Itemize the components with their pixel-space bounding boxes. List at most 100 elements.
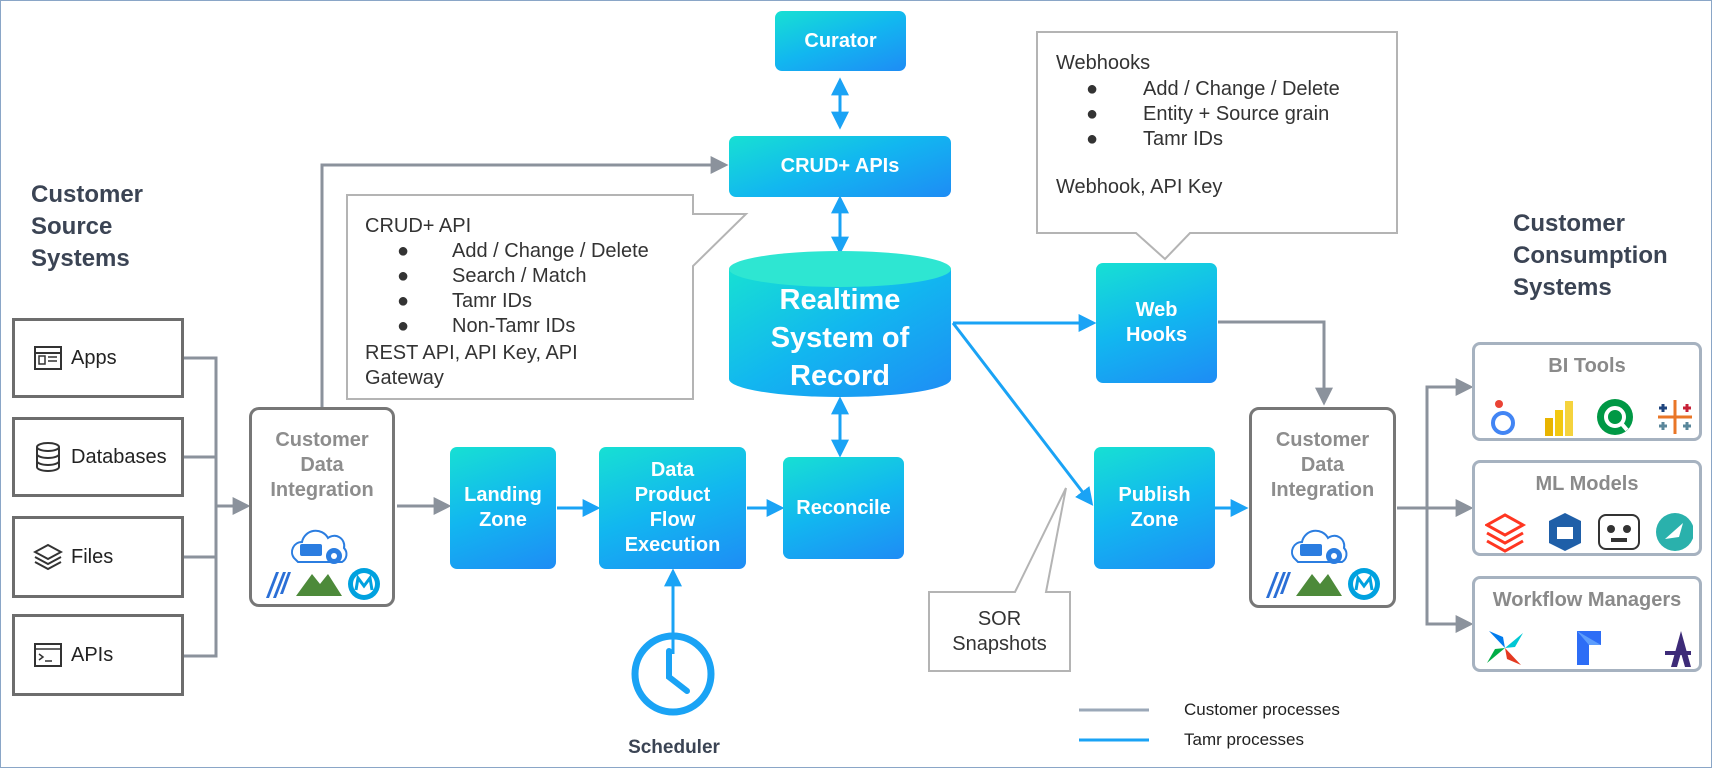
integration-title-line: Customer [1275,429,1370,451]
terminal-icon [33,640,63,670]
system-of-record-label: Realtime System of Record [729,281,951,395]
node-line: Record [790,360,890,392]
source-apps[interactable]: Apps [12,318,184,398]
integration-title-line: Customer [275,429,369,451]
source-title-line: Systems [31,245,130,272]
crud-callout-bullet: ●Non-Tamr IDs [397,315,576,337]
web-hooks-node[interactable]: Web Hooks [1096,263,1217,383]
mulesoft-icon [1348,568,1380,600]
source-systems-title: Customer Source Systems [31,179,143,275]
workflow-managers-group[interactable]: Workflow Managers [1472,576,1702,672]
source-title-line: Customer [31,181,144,208]
node-line: Web [1135,299,1178,321]
bullet-text: Add / Change / Delete [452,240,649,262]
crud-apis-node[interactable]: CRUD+ APIs [729,136,951,197]
node-label: Curator [804,29,877,52]
scheduler-clock-icon [631,632,715,716]
bullet-text: Non-Tamr IDs [452,315,576,337]
consumption-systems-title: Customer Consumption Systems [1513,208,1668,304]
crud-callout-bullet: ●Add / Change / Delete [397,240,649,262]
informatica-icon [1266,572,1291,598]
database-icon [33,442,63,472]
crud-callout-title: CRUD+ API [365,215,472,237]
webhook-callout-bullet: ●Add / Change / Delete [1086,78,1340,100]
node-line: Product [634,484,711,506]
node-line: System of [770,322,910,354]
reconcile-node[interactable]: Reconcile [783,457,904,559]
consumption-title-line: Consumption [1513,242,1668,269]
power-bi-icon [1545,401,1573,436]
api-cloud-gear-icon [291,529,348,564]
node-line: Zone [479,509,527,531]
bullet-text: Search / Match [452,265,587,287]
legend-customer-label: Customer processes [1184,700,1340,719]
webhook-callout-bullet: ●Entity + Source grain [1086,103,1330,125]
node-line: Hooks [1125,324,1188,346]
webhook-callout-bullet: ●Tamr IDs [1086,128,1223,150]
app-window-icon [33,343,63,373]
customer-data-integration-right[interactable]: Customer Data Integration [1249,407,1396,608]
integration-title-line: Integration [1270,479,1375,501]
api-cloud-gear-icon [1291,529,1348,564]
ml-models-group[interactable]: ML Models [1472,460,1702,556]
customer-data-integration-left[interactable]: Customer Data Integration [249,407,395,607]
bi-tools-group[interactable]: BI Tools [1472,342,1702,441]
layers-icon [33,542,63,572]
integration-tools-icons [266,529,380,600]
source-label: Apps [71,346,117,369]
sagemaker-icon [1549,513,1581,551]
publish-zone-node[interactable]: Publish Zone [1094,447,1215,569]
webhook-callout-footer: Webhook, API Key [1056,176,1223,198]
tableau-icon [1658,400,1692,434]
landing-zone-node[interactable]: Landing Zone [450,447,556,569]
node-label: Reconcile [796,496,891,519]
scheduler-label: Scheduler [628,737,720,758]
mulesoft-icon [348,568,380,600]
node-line: Realtime [779,284,901,316]
node-line: Flow [649,509,696,531]
crud-callout-bullet: ●Tamr IDs [397,290,532,312]
node-line: Zone [1130,509,1179,531]
integration-title-line: Integration [270,479,374,501]
databricks-icon [1485,513,1527,553]
datarobot-icon [1598,514,1640,550]
snapshot-line: Snapshots [952,633,1047,655]
crud-callout-footer: REST API, API Key, API Gateway [365,341,578,391]
bi-tools-logos [1491,399,1692,436]
bullet-text: Add / Change / Delete [1143,78,1340,100]
source-label: Databases [71,445,167,468]
qlik-icon [1597,399,1633,435]
node-line: Execution [624,534,721,556]
workflow-logos [1487,631,1691,667]
source-title-line: Source [31,213,113,240]
source-databases[interactable]: Databases [12,417,184,497]
astronomer-icon [1665,631,1691,667]
integration-title: Customer Data Integration [1252,428,1393,503]
integration-title-line: Data [300,454,344,476]
node-line: Data [650,459,695,481]
curator-node[interactable]: Curator [775,11,906,71]
talend-icon [1296,574,1342,596]
integration-title: Customer Data Integration [252,428,392,503]
webhook-callout-title: Webhooks [1056,52,1151,74]
footer-line: Gateway [365,367,444,389]
data-product-flow-execution-node[interactable]: Data Product Flow Execution [599,447,746,569]
source-apis[interactable]: APIs [12,614,184,696]
source-files[interactable]: Files [12,516,184,598]
consumption-title-line: Systems [1513,274,1612,301]
ml-models-logos [1485,513,1693,553]
bullet-text: Tamr IDs [452,290,532,312]
legend-tamr-label: Tamr processes [1184,730,1304,749]
looker-icon [1491,400,1515,435]
prefect-icon [1577,631,1601,665]
source-label: APIs [71,643,114,666]
informatica-icon [266,572,291,598]
crud-callout-bullet: ●Search / Match [397,265,587,287]
group-title: Workflow Managers [1492,589,1682,611]
airflow-icon [1487,631,1523,665]
talend-icon [296,574,342,596]
group-title: BI Tools [1548,355,1626,377]
group-title: ML Models [1535,473,1639,495]
node-line: Landing [464,484,542,506]
